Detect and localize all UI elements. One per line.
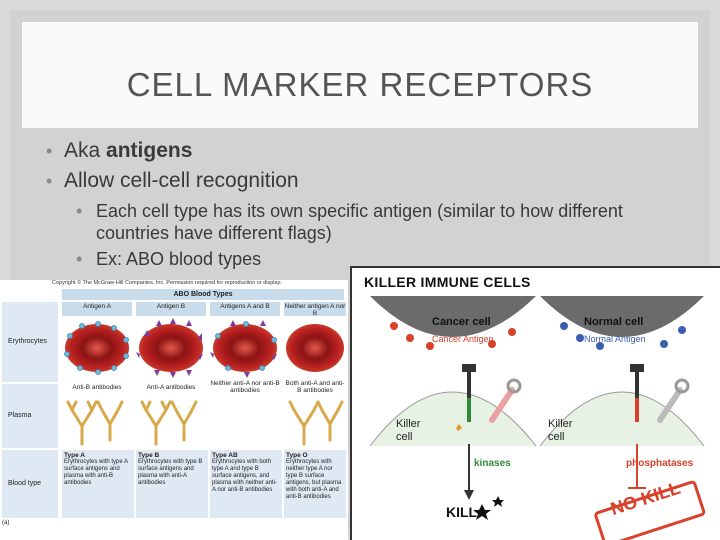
normal-cell-label: Normal cell bbox=[584, 316, 644, 328]
killer-title: KILLER IMMUNE CELLS bbox=[364, 274, 531, 290]
killer-cell-left-label: Killer cell bbox=[396, 418, 421, 443]
bullet-antigens-bold: antigens bbox=[106, 139, 193, 162]
kinases-label: kinases bbox=[474, 458, 511, 469]
wrench-icon bbox=[489, 387, 515, 423]
rbc-type-b bbox=[136, 318, 203, 378]
bullet-list: Aka antigens Allow cell-cell recognition… bbox=[46, 136, 656, 270]
col-head-ab: Antigens A and B bbox=[210, 302, 280, 316]
killer-cell-left-shape bbox=[369, 391, 537, 447]
antibody-label-b: Anti-A antibodies bbox=[146, 384, 196, 391]
no-kill-stamp bbox=[594, 480, 706, 540]
phosphatases-label: phosphatases bbox=[626, 458, 694, 469]
type-o-box: Type O Erythrocytes with neither type A … bbox=[284, 450, 346, 518]
abo-title: ABO Blood Types bbox=[62, 289, 344, 300]
type-b-name: Type B bbox=[138, 452, 160, 459]
antibody-both-icon bbox=[288, 400, 344, 446]
killer-figure: KILLER IMMUNE CELLS bbox=[350, 266, 720, 540]
cancer-cell-label: Cancer cell bbox=[432, 316, 491, 328]
kill-label: KILL bbox=[446, 504, 478, 520]
antibody-row bbox=[66, 400, 344, 446]
type-ab-name: Type AB bbox=[212, 452, 238, 459]
type-a-box: Type A Erythrocytes with type A surface … bbox=[62, 450, 134, 518]
erythrocyte-row bbox=[64, 318, 344, 378]
col-head-o: Neither antigen A nor B bbox=[284, 302, 346, 317]
row-label-plasma: Plasma bbox=[2, 384, 58, 448]
slide-title: CELL MARKER RECEPTORS bbox=[126, 66, 594, 103]
killer-diagram bbox=[369, 296, 706, 540]
killer-cell-right-shape bbox=[539, 391, 705, 447]
col-head-a: Antigen A bbox=[62, 302, 132, 316]
wrench-icon-right bbox=[657, 387, 683, 423]
bullet-antigens: Aka antigens bbox=[46, 136, 656, 166]
abo-copyright: Copyright © The McGraw-Hill Companies, I… bbox=[52, 280, 282, 286]
type-b-box: Type B Erythrocytes with type B surface … bbox=[136, 450, 208, 518]
antibody-label-ab: Neither anti-A nor anti-B antibodies bbox=[210, 380, 280, 394]
star-icon bbox=[456, 424, 462, 431]
title-box: CELL MARKER RECEPTORS bbox=[22, 22, 698, 128]
rbc-type-o bbox=[286, 324, 344, 372]
killer-cell-right-label: Killer cell bbox=[548, 418, 573, 443]
type-ab-text: Erythrocytes with both type A and type B… bbox=[212, 459, 278, 493]
antibody-anti-b-icon bbox=[66, 400, 124, 446]
type-b-text: Erythrocytes with type B surface antigen… bbox=[138, 459, 203, 486]
cancer-antigen-label: Cancer Antigen bbox=[432, 334, 494, 344]
type-o-name: Type O bbox=[286, 452, 308, 459]
sub-bullet-abo: Ex: ABO blood types bbox=[76, 248, 656, 270]
antibody-label-o: Both anti-A and anti-B antibodies bbox=[285, 380, 345, 394]
abo-panel-label: (a) bbox=[2, 520, 10, 526]
rbc-type-a bbox=[64, 321, 129, 375]
col-head-b: Antigen B bbox=[136, 302, 206, 316]
cancer-antigen-dots bbox=[390, 322, 516, 350]
row-label-erythrocytes: Erythrocytes bbox=[2, 302, 58, 382]
kill-stars-icon bbox=[473, 496, 504, 520]
normal-antigen-label: Normal Antigen bbox=[584, 334, 646, 344]
type-ab-box: Type AB Erythrocytes with both type A an… bbox=[210, 450, 282, 518]
normal-cell-shape bbox=[540, 296, 704, 337]
antibody-label-a: Anti-B antibodies bbox=[72, 384, 122, 391]
type-o-text: Erythrocytes with neither type A nor typ… bbox=[286, 459, 342, 500]
type-a-name: Type A bbox=[64, 452, 85, 459]
sub-bullet-antigen: Each cell type has its own specific anti… bbox=[76, 200, 656, 244]
abo-figure: Copyright © The McGraw-Hill Companies, I… bbox=[0, 280, 348, 540]
bullet-recognition: Allow cell-cell recognition bbox=[46, 166, 656, 196]
type-a-text: Erythrocytes with type A surface antigen… bbox=[64, 459, 128, 486]
normal-antigen-dots bbox=[560, 322, 686, 350]
antibody-anti-a-icon bbox=[140, 400, 198, 446]
row-label-blood-type: Blood type bbox=[2, 450, 58, 518]
rbc-type-ab bbox=[210, 320, 277, 378]
bullet-antigens-prefix: Aka bbox=[64, 139, 107, 162]
down-arrow-icon bbox=[464, 490, 474, 500]
